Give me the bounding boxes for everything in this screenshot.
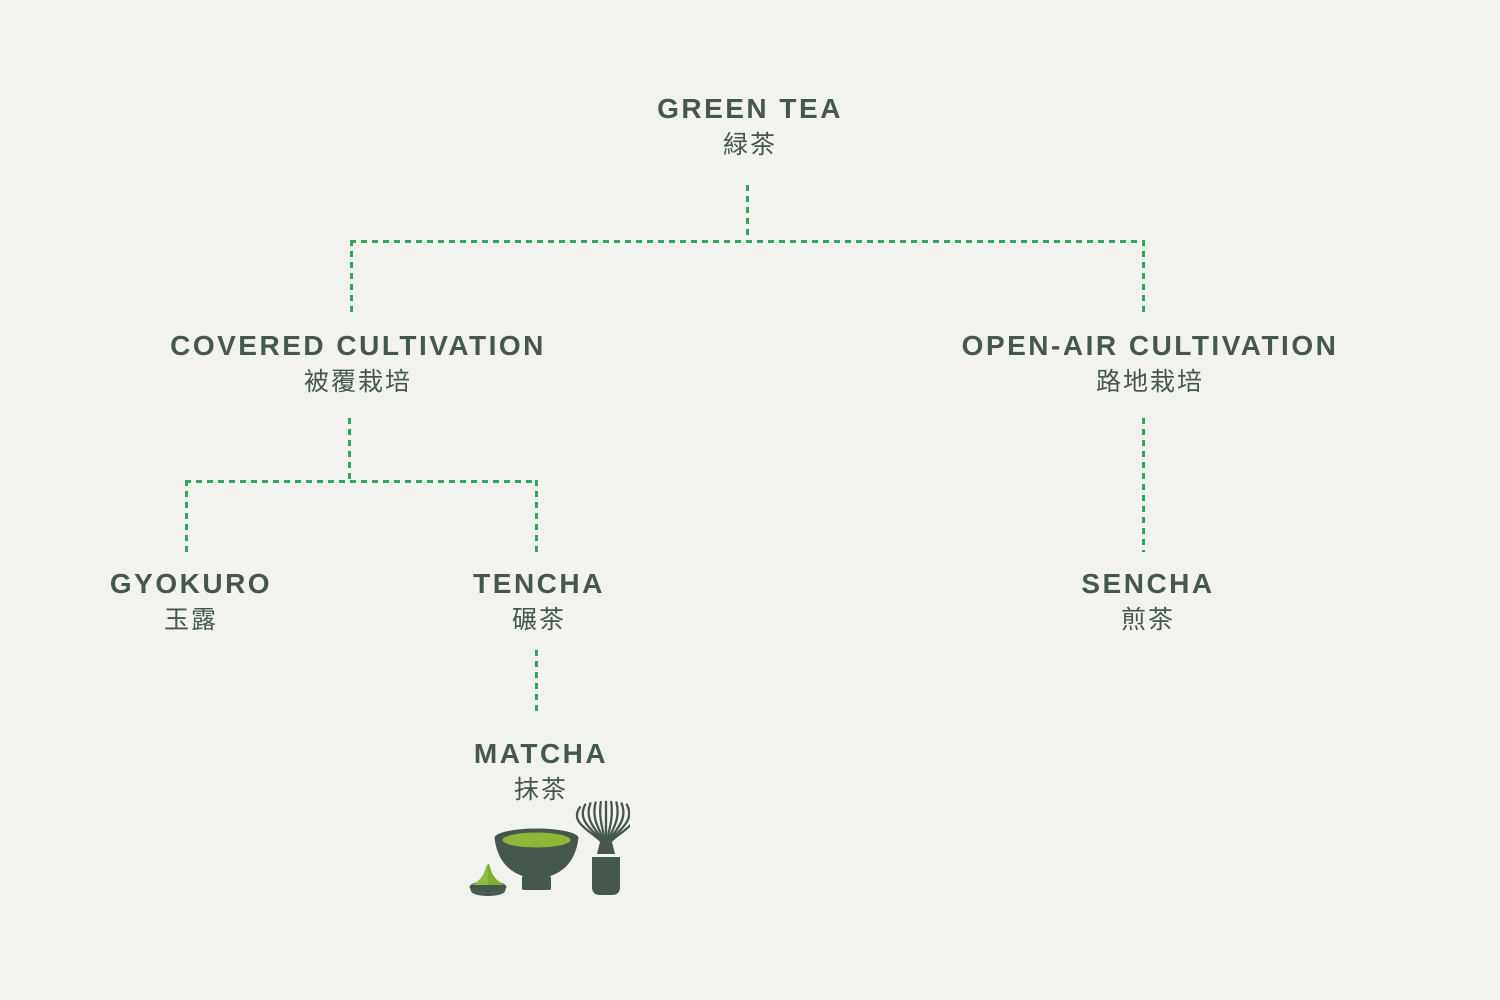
node-covered-cultivation-label-jp: 被覆栽培 [303, 367, 413, 396]
node-tencha-label-jp: 碾茶 [511, 605, 567, 634]
connector-covered-cultivation-drop [350, 240, 353, 315]
node-matcha-label-jp: 抹茶 [513, 775, 569, 804]
node-gyokuro: GYOKURO 玉露 [110, 569, 272, 636]
connector-covered-cultivation-stem [348, 418, 351, 482]
node-gyokuro-label-jp: 玉露 [163, 605, 218, 634]
matcha-powder-dish-icon [469, 863, 507, 896]
node-gyokuro-label-en: GYOKURO [109, 568, 273, 599]
node-open-air-cultivation-label-jp: 路地栽培 [1095, 367, 1204, 396]
connector-tencha-to-matcha [535, 650, 538, 715]
connector-level2-crossbar [185, 480, 538, 483]
matcha-whisk-icon [576, 800, 630, 895]
node-covered-cultivation-label-en: COVERED CULTIVATION [170, 330, 546, 361]
node-covered-cultivation: COVERED CULTIVATION 被覆栽培 [170, 331, 546, 398]
connector-open-air-cultivation-drop [1142, 240, 1145, 315]
node-open-air-cultivation: OPEN-AIR CULTIVATION 路地栽培 [962, 331, 1339, 398]
connector-gyokuro-drop [185, 480, 188, 552]
node-matcha: MATCHA 抹茶 [474, 739, 608, 806]
node-green-tea: GREEN TEA 緑茶 [657, 94, 843, 161]
connector-green-tea-stem [746, 185, 749, 240]
node-open-air-cultivation-label-en: OPEN-AIR CULTIVATION [961, 330, 1339, 361]
node-matcha-label-en: MATCHA [473, 738, 609, 769]
connector-tencha-drop [535, 480, 538, 552]
connector-sencha-drop [1142, 418, 1145, 552]
node-tencha: TENCHA 碾茶 [473, 569, 605, 636]
node-green-tea-label-en: GREEN TEA [657, 93, 843, 124]
matcha-bowl-icon [494, 828, 579, 890]
node-green-tea-label-jp: 緑茶 [722, 130, 778, 159]
node-sencha-label-jp: 煎茶 [1120, 605, 1176, 634]
node-tencha-label-en: TENCHA [473, 568, 605, 599]
node-sencha: SENCHA 煎茶 [1081, 569, 1214, 636]
node-sencha-label-en: SENCHA [1081, 568, 1215, 599]
matcha-set-illustration [469, 800, 630, 896]
connector-level1-crossbar [350, 240, 1145, 243]
